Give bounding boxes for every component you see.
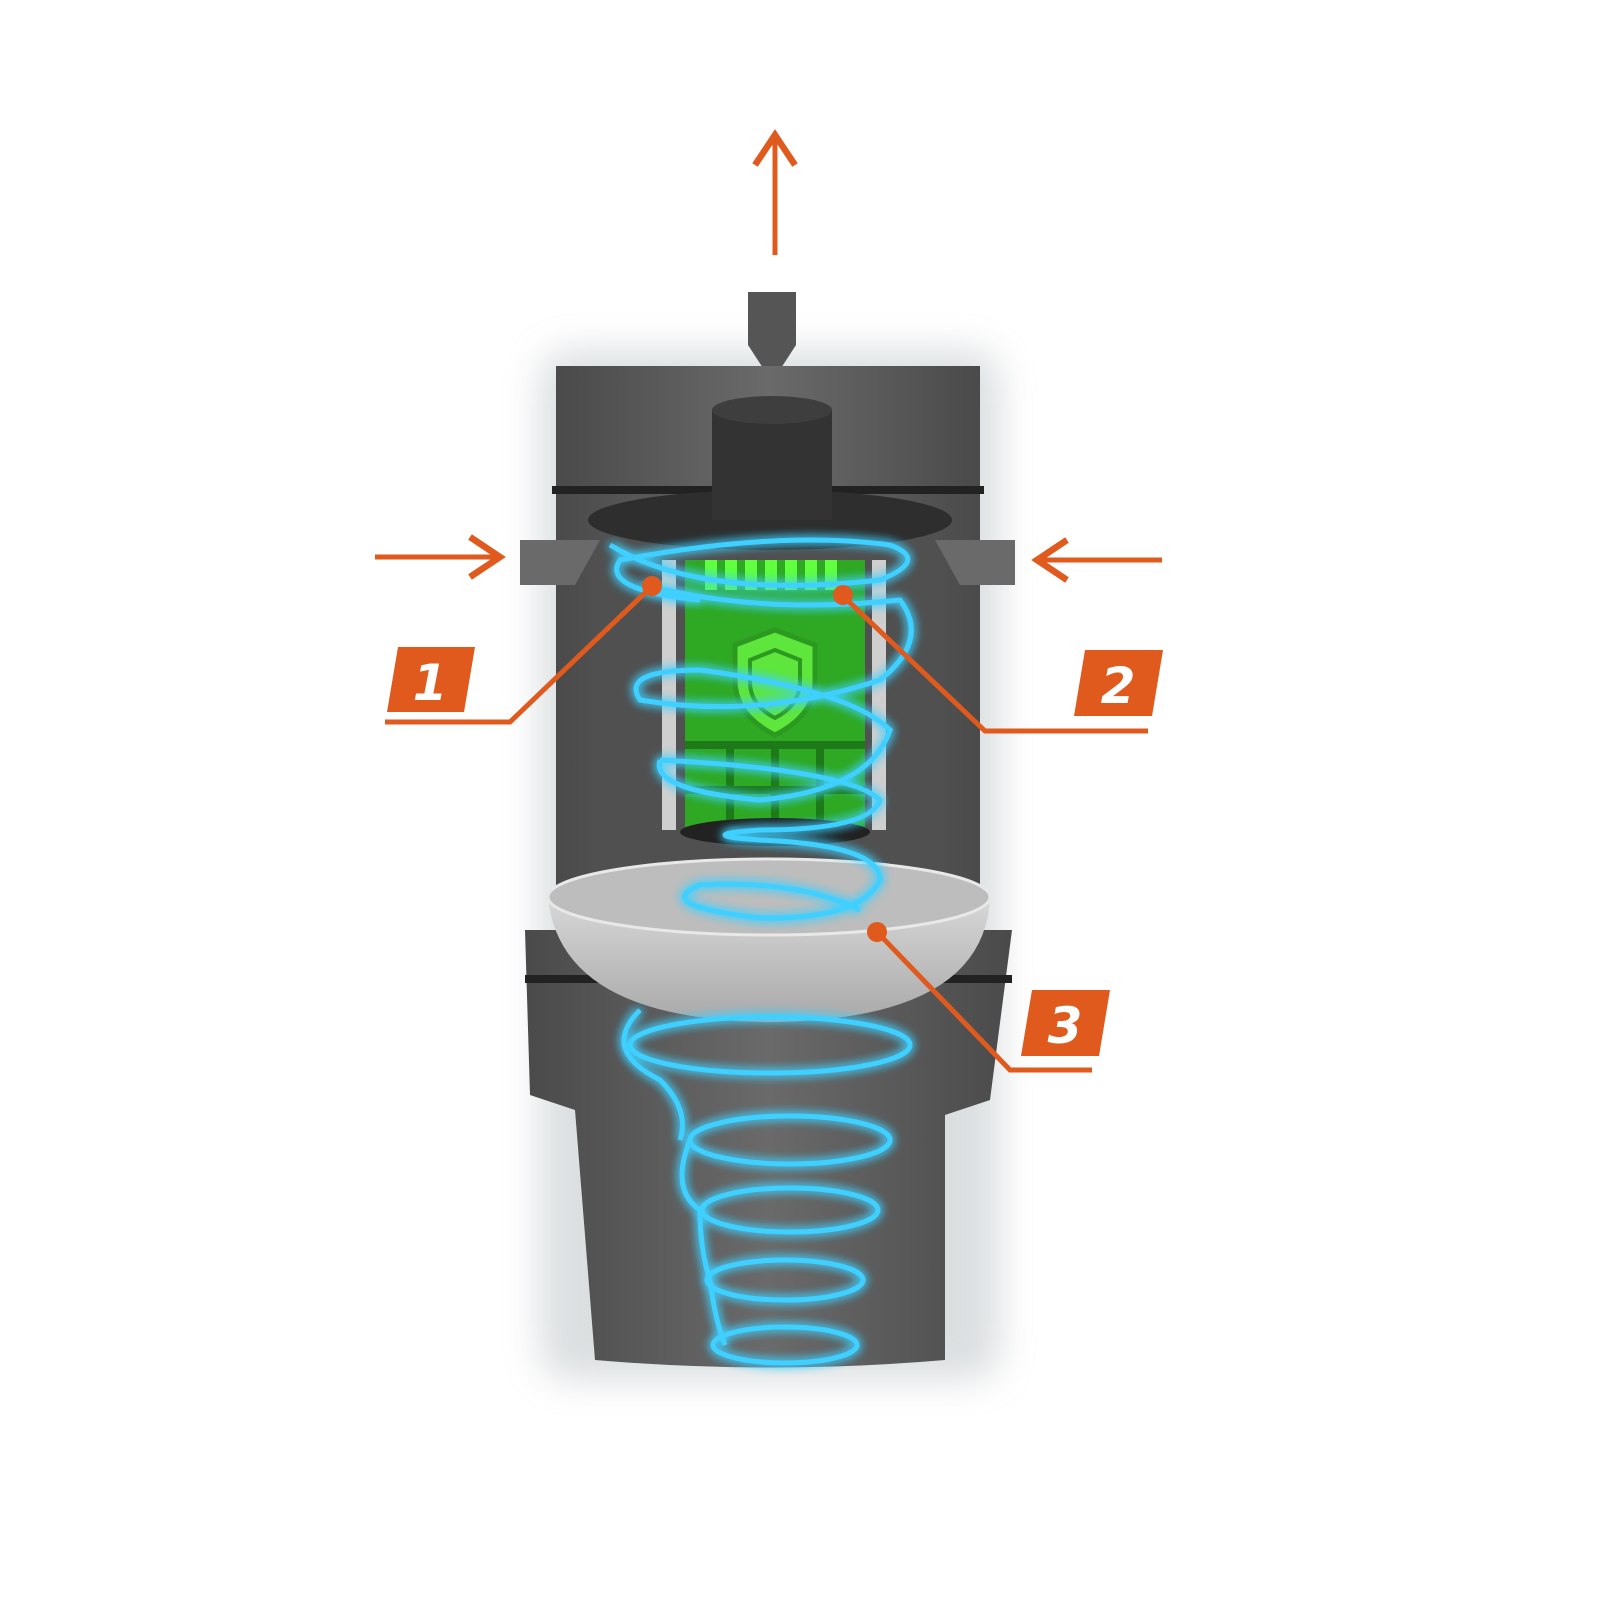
vortex-finder-tube xyxy=(712,410,832,520)
dust-bin xyxy=(525,930,1012,1368)
separator-plate xyxy=(546,857,992,937)
callout-2: 2 xyxy=(833,585,1163,734)
outlet-pipe xyxy=(748,292,796,382)
right-inlet xyxy=(935,540,1015,585)
callout-3: 3 xyxy=(867,922,1110,1073)
callout-3-label: 3 xyxy=(1048,997,1083,1055)
left-inlet xyxy=(520,540,600,585)
airflow-spiral xyxy=(608,537,914,1366)
callout-2-label: 2 xyxy=(1101,657,1136,715)
callout-1-label: 1 xyxy=(413,654,448,712)
callout-1: 1 xyxy=(385,576,662,725)
